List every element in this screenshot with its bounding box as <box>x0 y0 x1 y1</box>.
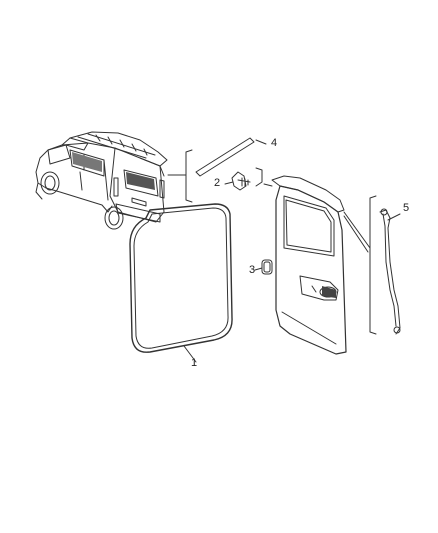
callout-5: 5 <box>403 202 410 214</box>
callout-1: 1 <box>191 357 198 369</box>
rear-door <box>271 175 347 355</box>
trim-strip <box>195 137 255 177</box>
door-strut <box>379 208 401 335</box>
right-bracket <box>369 195 377 335</box>
callout-3: 3 <box>249 264 256 276</box>
grommet <box>261 259 273 275</box>
vehicle-illustration <box>35 131 168 230</box>
callout-4: 4 <box>271 137 278 149</box>
door-seal <box>129 203 233 353</box>
callout-2: 2 <box>214 177 221 189</box>
group-bracket <box>185 149 193 203</box>
fastener <box>231 171 251 191</box>
